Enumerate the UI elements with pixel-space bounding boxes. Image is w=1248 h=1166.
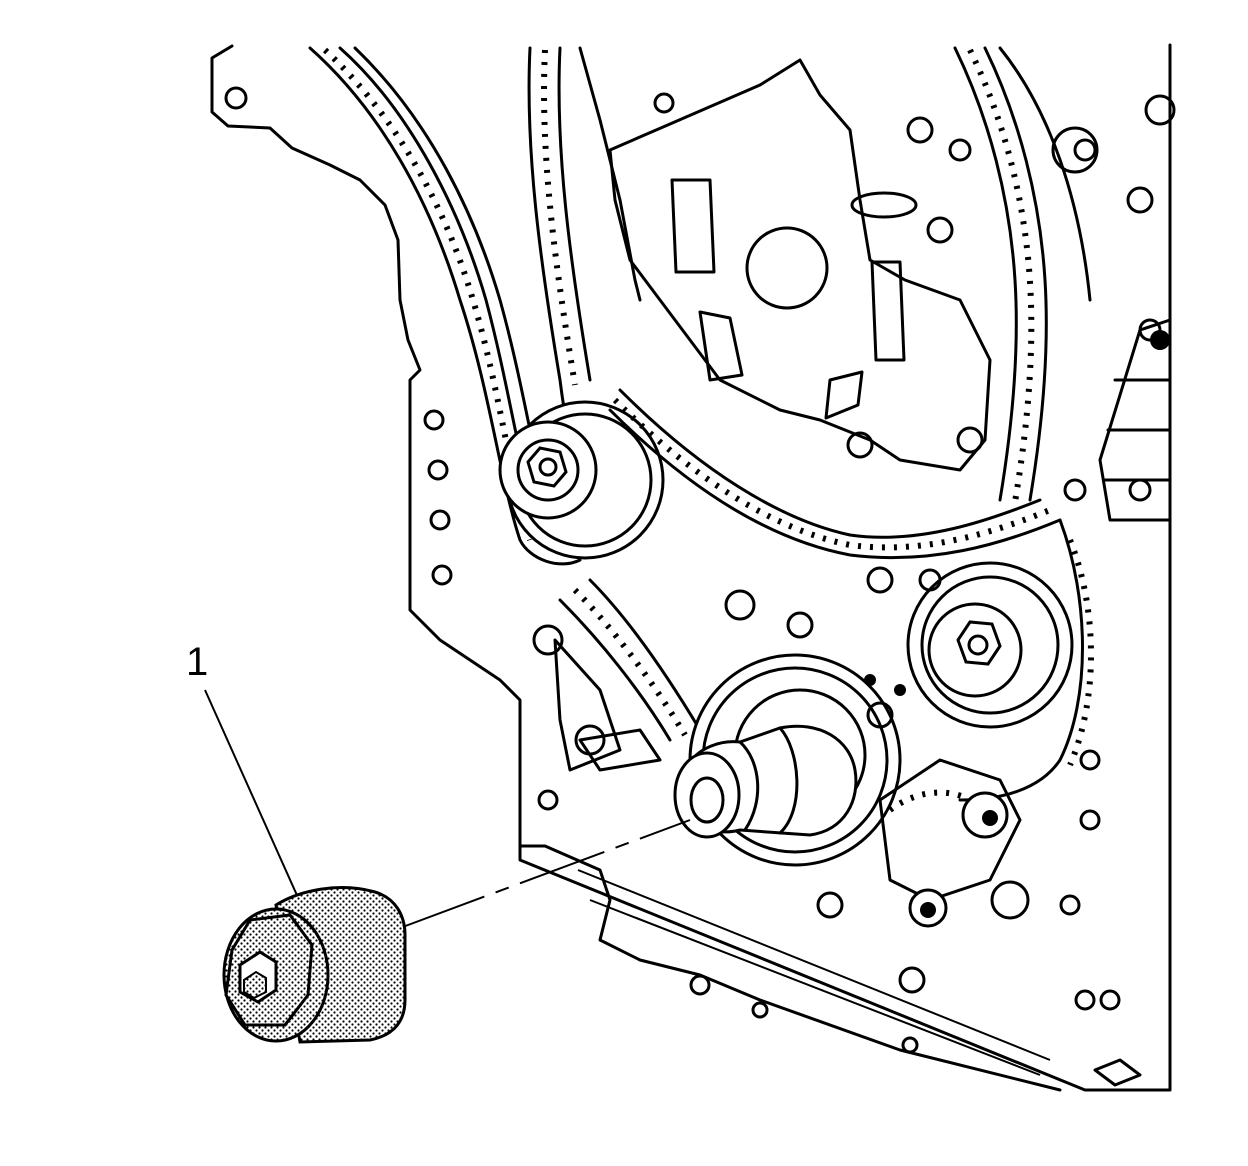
crankshaft-nose	[673, 724, 858, 839]
right-timing-chain	[608, 46, 1094, 802]
alignment-leader-line	[399, 819, 691, 929]
right-camshaft-sprocket	[906, 561, 1074, 729]
chain-tensioner	[816, 758, 1030, 994]
left-camshaft-sprocket	[498, 400, 665, 560]
callout-1-leader	[204, 689, 301, 903]
phaser-solenoid	[1063, 318, 1172, 522]
crankshaft-socket-tool	[222, 886, 407, 1044]
front-cover-plate	[608, 58, 1099, 472]
engine-block	[210, 43, 1176, 1092]
callout-label-1: 1	[186, 640, 209, 684]
lower-chain-guide	[532, 578, 702, 772]
